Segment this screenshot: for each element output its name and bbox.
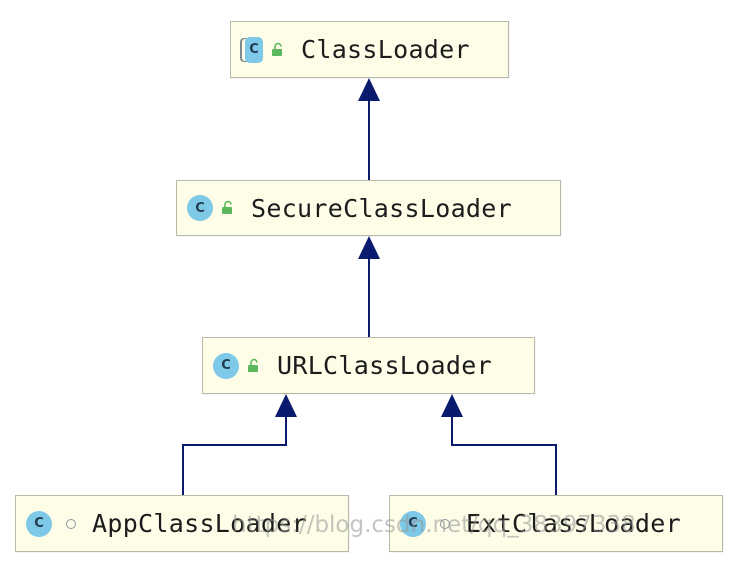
edge-secureclassloader-to-classloader	[358, 78, 380, 180]
class-name-label: URLClassLoader	[277, 351, 492, 380]
public-lock-icon	[245, 357, 263, 375]
edge-extclassloader-to-urlclassloader	[441, 394, 557, 495]
public-lock-icon	[269, 41, 287, 59]
abstract-class-icon: C	[245, 36, 263, 63]
edge-urlclassloader-to-secureclassloader	[358, 236, 380, 337]
inheritance-arrowhead	[275, 394, 297, 417]
class-icon: C	[400, 510, 426, 537]
class-name-label: AppClassLoader	[92, 509, 307, 538]
package-private-dot-icon	[66, 518, 76, 529]
class-node-classloader[interactable]: C ClassLoader	[230, 21, 509, 78]
inheritance-arrowhead	[441, 394, 463, 417]
package-private-dot-icon	[440, 518, 450, 529]
class-name-label: ExtClassLoader	[466, 509, 681, 538]
class-icon: C	[187, 195, 213, 221]
inheritance-arrowhead	[358, 78, 380, 101]
class-name-label: ClassLoader	[301, 35, 470, 64]
class-node-urlclassloader[interactable]: C URLClassLoader	[202, 337, 535, 394]
inheritance-arrowhead	[358, 236, 380, 259]
class-node-extclassloader[interactable]: C ExtClassLoader	[389, 495, 723, 552]
class-icon: C	[213, 352, 239, 379]
class-icon: C	[26, 510, 52, 537]
class-node-appclassloader[interactable]: C AppClassLoader	[15, 495, 349, 552]
edge-appclassloader-to-urlclassloader	[182, 394, 297, 495]
class-node-secureclassloader[interactable]: C SecureClassLoader	[176, 180, 561, 236]
class-name-label: SecureClassLoader	[251, 193, 512, 223]
public-lock-icon	[219, 199, 237, 217]
